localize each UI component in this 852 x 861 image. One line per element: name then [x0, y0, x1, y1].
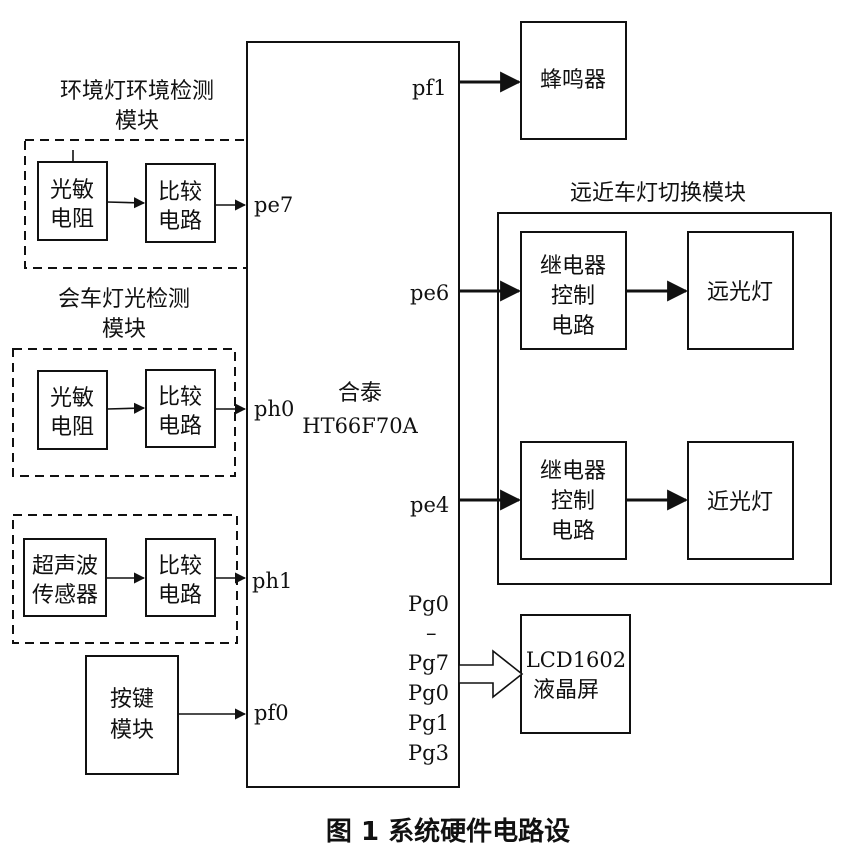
pin-ph0: ph0	[254, 397, 294, 421]
relay1-line3: 电路	[551, 314, 595, 339]
ultrasonic-sensor-block	[23, 538, 107, 617]
mcu-block	[246, 41, 460, 788]
relay2-line2: 控制	[551, 489, 595, 514]
ambient-sensor-line2: 电阻	[50, 207, 94, 232]
ultrasonic-comp-block	[145, 538, 216, 617]
ambient-module-boundary	[24, 139, 248, 269]
ambient-module-title-line2: 模块	[115, 109, 159, 134]
high-beam-block	[687, 231, 794, 350]
ambient-comp-line1: 比较	[158, 180, 202, 205]
pin-pg1: Pg1	[408, 711, 449, 735]
switch-module-title: 远近车灯切换模块	[570, 181, 746, 206]
mcu-name-line1: 合泰	[338, 381, 382, 406]
ambient-comp-line2: 电路	[158, 209, 202, 234]
key-module-line2: 模块	[110, 718, 154, 743]
relay2-block	[520, 441, 627, 560]
lcd-block	[520, 614, 631, 734]
low-beam-label: 近光灯	[707, 490, 773, 515]
figure-caption: 图 1 系统硬件电路设	[326, 816, 570, 847]
pin-pe7: pe7	[254, 193, 293, 217]
ambient-module-title-line1: 环境灯环境检测	[60, 79, 214, 104]
oncoming-module-title-line1: 会车灯光检测	[58, 287, 190, 312]
oncoming-comp-line2: 电路	[158, 414, 202, 439]
oncoming-sensor-line2: 电阻	[50, 415, 94, 440]
pin-pg3: Pg3	[408, 741, 449, 765]
pin-pg7: Pg7	[408, 651, 449, 675]
pin-ph1: ph1	[252, 569, 292, 593]
oncoming-sensor-block	[37, 370, 108, 450]
oncoming-sensor-line1: 光敏	[50, 386, 94, 411]
ultrasonic-comp-line2: 电路	[158, 583, 202, 608]
key-module-line1: 按键	[110, 687, 154, 712]
ambient-sensor-block	[37, 161, 108, 241]
relay2-line1: 继电器	[540, 459, 606, 484]
pin-pg0: Pg0	[408, 681, 449, 705]
ambient-sensor-line1: 光敏	[50, 178, 94, 203]
buzzer-label: 蜂鸣器	[540, 68, 606, 93]
arrow-ambient-sensor-to-comp	[106, 197, 146, 209]
pin-pf0: pf0	[254, 701, 289, 725]
oncoming-comp-line1: 比较	[158, 385, 202, 410]
pin-pe4: pe4	[410, 493, 449, 517]
pin-pg0-range-start: Pg0	[408, 592, 449, 616]
lcd-line1: LCD1602	[526, 648, 626, 672]
oncoming-module-title-line2: 模块	[102, 317, 146, 342]
pin-pf1: pf1	[412, 76, 447, 100]
hollow-bus-arrow-to-lcd	[458, 649, 524, 699]
low-beam-block	[687, 441, 794, 560]
key-module-block	[85, 655, 179, 775]
ultrasonic-comp-line1: 比较	[158, 554, 202, 579]
buzzer-block	[520, 21, 627, 140]
mcu-name-line2: HT66F70A	[302, 414, 418, 438]
lcd-line2: 液晶屏	[533, 678, 599, 703]
ultrasonic-sensor-line1: 超声波	[32, 554, 98, 579]
ultrasonic-sensor-line2: 传感器	[32, 583, 98, 608]
arrow-oncoming-sensor-to-comp	[106, 402, 146, 414]
relay1-line2: 控制	[551, 284, 595, 309]
ambient-comp-block	[145, 163, 216, 243]
relay1-line1: 继电器	[540, 254, 606, 279]
pin-range-dash: –	[426, 621, 437, 645]
high-beam-label: 远光灯	[707, 280, 773, 305]
relay2-line3: 电路	[551, 519, 595, 544]
pin-pe6: pe6	[410, 281, 449, 305]
